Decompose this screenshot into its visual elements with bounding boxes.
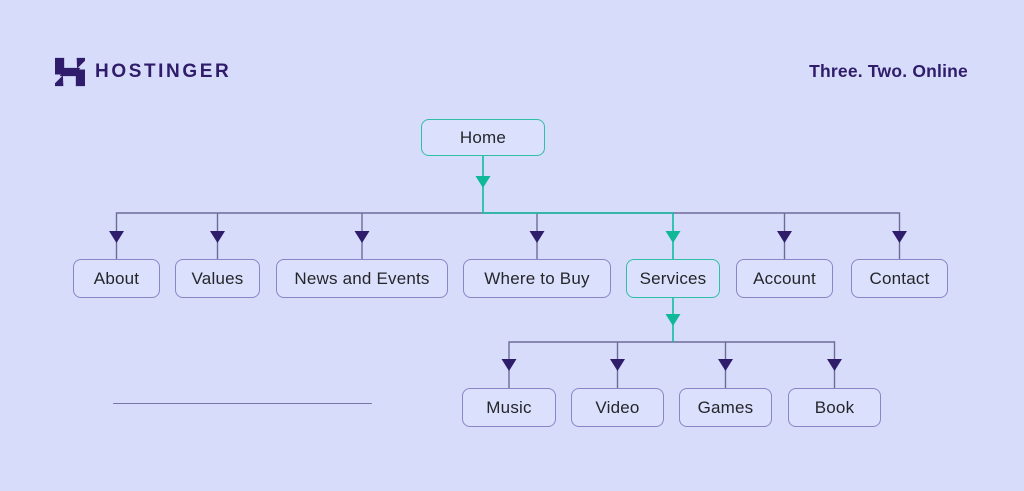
node-news-and-events: News and Events <box>276 259 448 298</box>
node-services: Services <box>626 259 720 298</box>
node-video: Video <box>571 388 664 427</box>
node-music: Music <box>462 388 556 427</box>
hostinger-logo-text: HOSTINGER <box>95 61 232 82</box>
node-games: Games <box>679 388 772 427</box>
connector-lines-teal <box>482 156 674 342</box>
arrow-down-purple-icons <box>109 231 907 371</box>
node-contact: Contact <box>851 259 948 298</box>
node-account-label: Account <box>753 268 816 288</box>
node-video-label: Video <box>595 397 640 417</box>
node-values-label: Values <box>191 268 244 288</box>
node-home: Home <box>421 119 545 156</box>
node-account: Account <box>736 259 833 298</box>
node-about: About <box>73 259 160 298</box>
node-news-and-events-label: News and Events <box>294 268 430 288</box>
node-values: Values <box>175 259 260 298</box>
node-music-label: Music <box>486 397 532 417</box>
arrow-down-teal-icons <box>475 176 681 326</box>
hostinger-h-icon <box>55 57 85 87</box>
node-contact-label: Contact <box>869 268 930 288</box>
node-where-to-buy: Where to Buy <box>463 259 611 298</box>
divider-line <box>113 403 372 405</box>
node-book-label: Book <box>814 397 855 417</box>
node-where-to-buy-label: Where to Buy <box>484 268 590 288</box>
node-services-label: Services <box>639 268 707 288</box>
node-home-label: Home <box>459 127 507 147</box>
node-games-label: Games <box>697 397 754 417</box>
node-book: Book <box>788 388 881 427</box>
node-about-label: About <box>93 268 140 288</box>
brand-tagline: Three. Two. Online <box>809 61 968 81</box>
